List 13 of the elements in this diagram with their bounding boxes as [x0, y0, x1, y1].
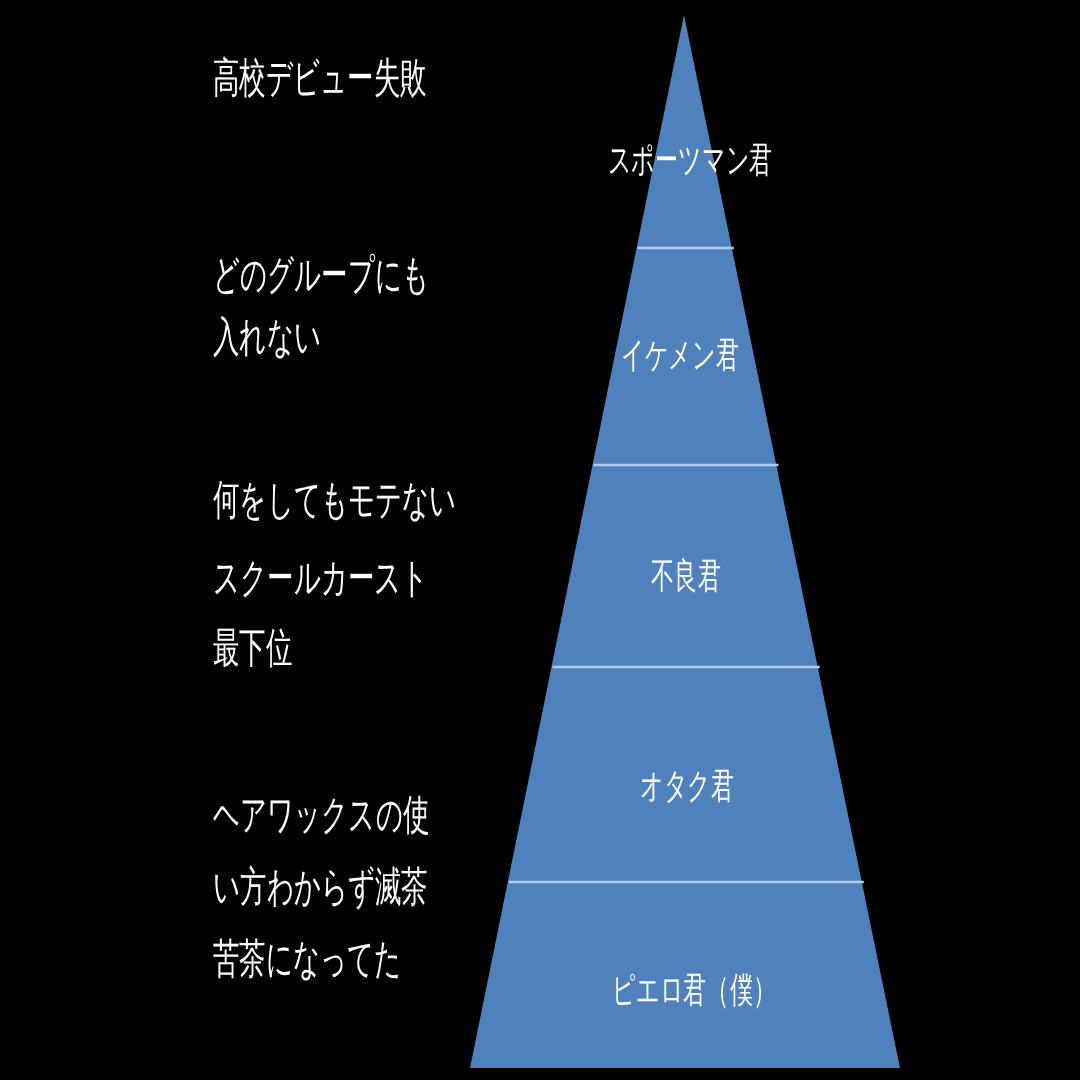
- side-note: 高校デビュー失敗: [213, 52, 428, 104]
- side-note: スクールカースト最下位: [213, 552, 430, 674]
- tier-label: ピエロ君（僕）: [612, 970, 776, 1010]
- pyramid-tier: [506, 665, 863, 882]
- tier-label: オタク君: [639, 766, 735, 806]
- pyramid-tier: [591, 246, 778, 465]
- tier-label: イケメン君: [621, 335, 739, 375]
- pyramid-tier: [550, 463, 819, 667]
- tier-label: 不良君: [651, 556, 721, 596]
- side-note: 何をしてもモテない: [213, 474, 458, 526]
- side-note: どのグループにも入れない: [213, 249, 431, 363]
- pyramid-tier: [469, 880, 901, 1068]
- side-note: ヘアワックスの使い方わからず滅茶苦茶になってた: [213, 789, 431, 985]
